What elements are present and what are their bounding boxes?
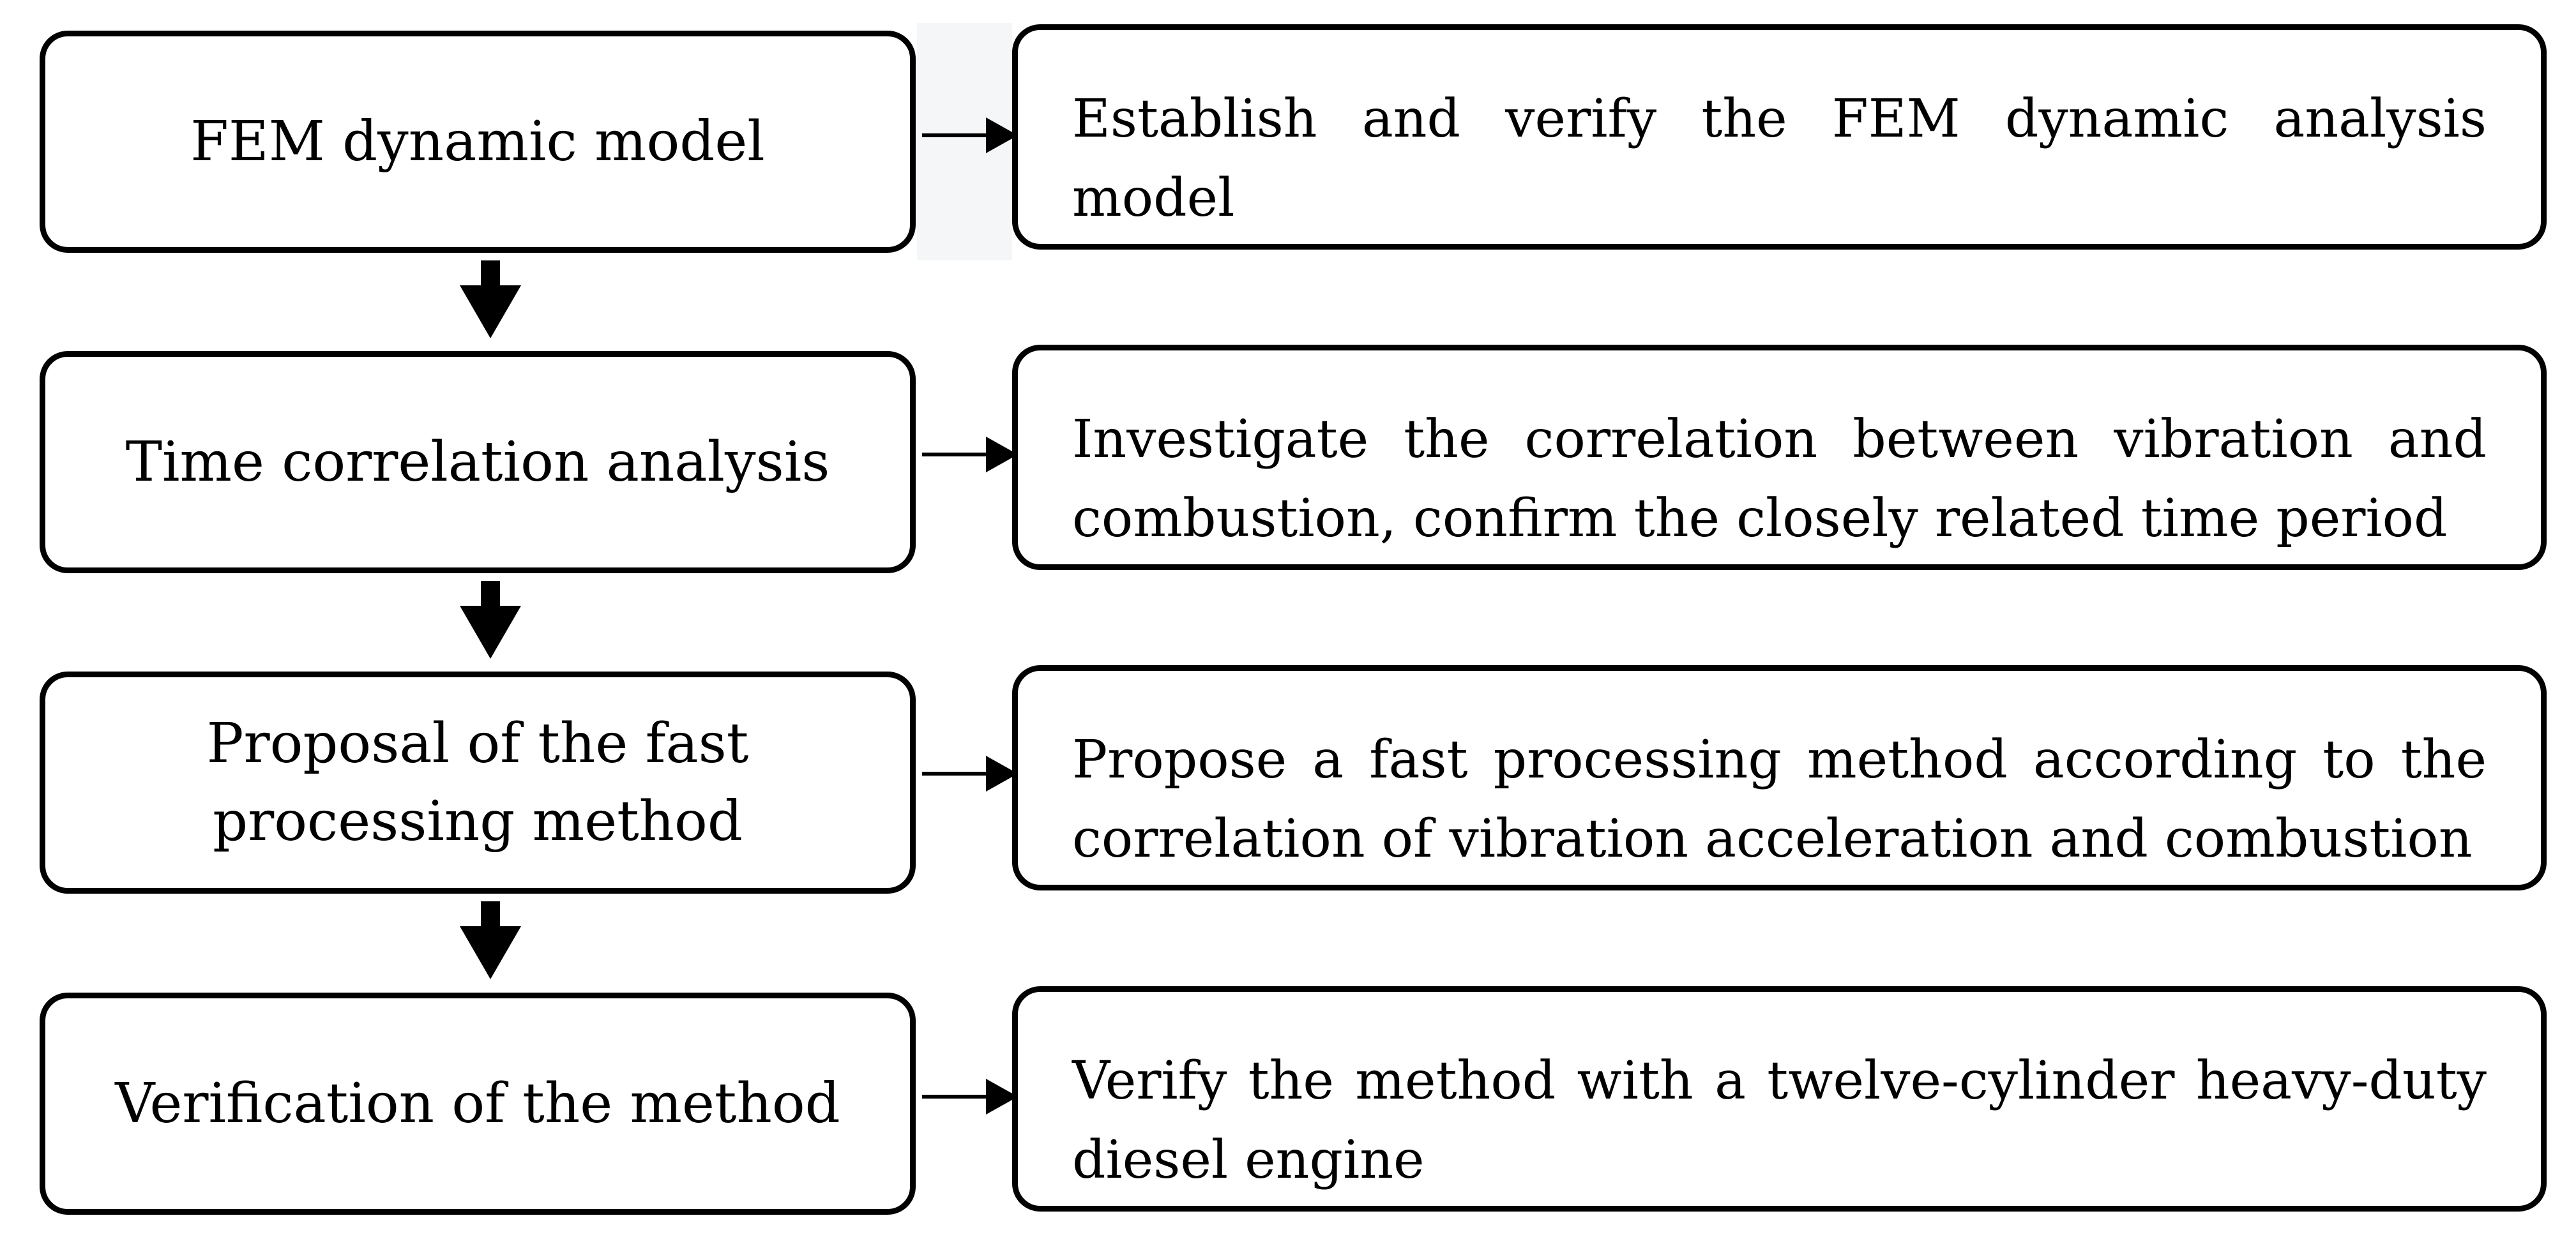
step-box-fem-dynamic-model: FEM dynamic model xyxy=(40,31,916,253)
step-description-box-fast-processing: Propose a fast processing method accordi… xyxy=(1012,665,2547,890)
step-label: Time correlation analysis xyxy=(125,430,830,494)
step-description: Investigate the correlation between vibr… xyxy=(1072,409,2487,549)
step-description: Verify the method with a twelve-cylinder… xyxy=(1072,1051,2487,1190)
right-arrow-3 xyxy=(922,756,1018,792)
step-box-verification: Verification of the method xyxy=(40,993,916,1215)
step-description-box-fem: Establish and verify the FEM dynamic ana… xyxy=(1012,24,2547,250)
step-description: Propose a fast processing method accordi… xyxy=(1072,730,2487,869)
selection-highlight xyxy=(917,23,1012,260)
step-description-box-time-correlation: Investigate the correlation between vibr… xyxy=(1012,345,2547,570)
down-arrow-2 xyxy=(460,581,521,659)
step-description: Establish and verify the FEM dynamic ana… xyxy=(1072,89,2487,229)
step-label: Verification of the method xyxy=(115,1072,840,1136)
down-arrow-1 xyxy=(460,260,521,338)
down-arrow-3 xyxy=(460,901,521,979)
step-description-box-verification: Verify the method with a twelve-cylinder… xyxy=(1012,986,2547,1212)
step-box-fast-processing: Proposal of the fast processing method xyxy=(40,672,916,894)
right-arrow-2 xyxy=(922,437,1018,472)
step-box-time-correlation: Time correlation analysis xyxy=(40,351,916,573)
right-arrow-4 xyxy=(922,1079,1018,1115)
step-label: Proposal of the fast processing method xyxy=(206,712,749,853)
step-label: FEM dynamic model xyxy=(190,110,765,174)
